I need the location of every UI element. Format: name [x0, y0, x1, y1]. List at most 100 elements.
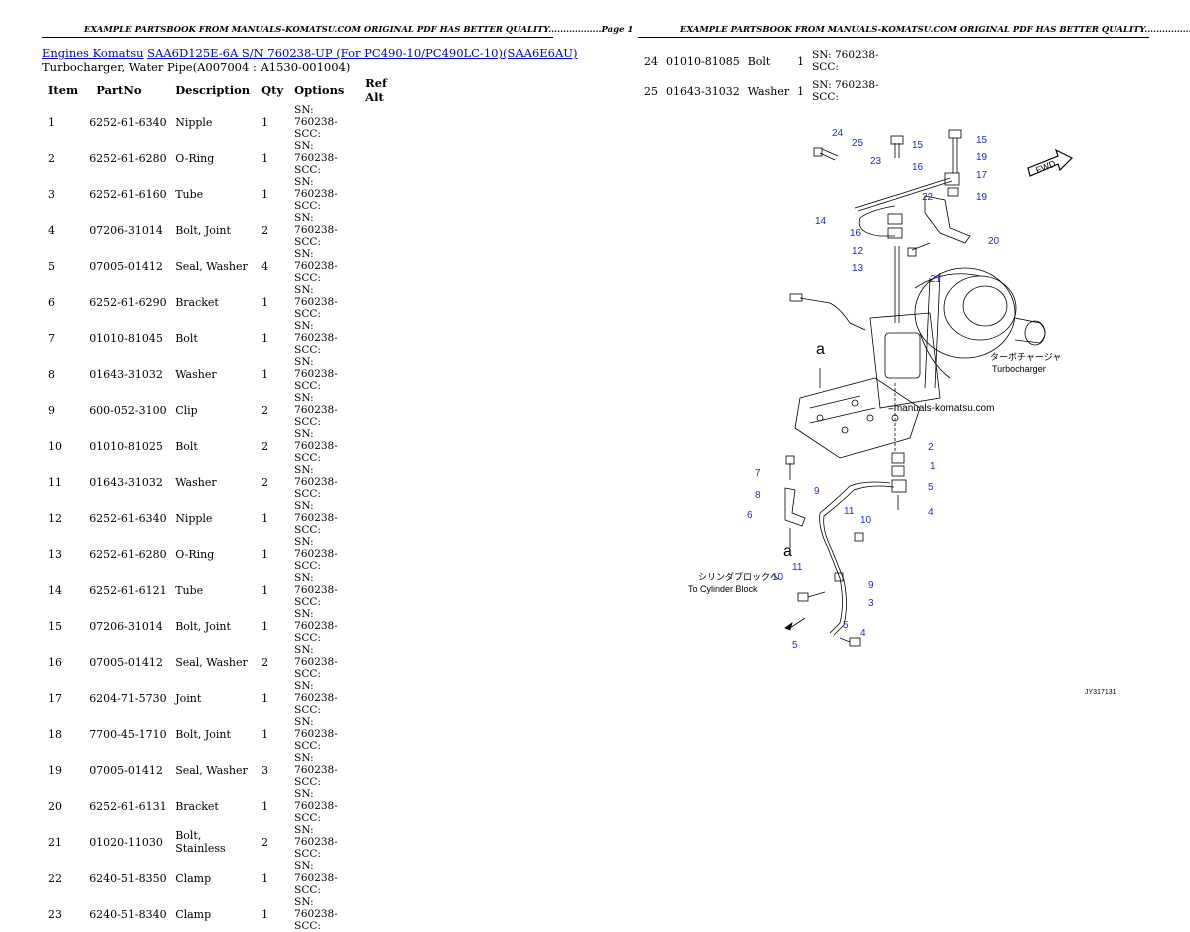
svg-text:3: 3	[868, 598, 874, 609]
cell-qty: 2	[261, 223, 269, 237]
cell-description: Seal, Washer	[175, 655, 248, 669]
cell-qty: 2	[261, 475, 269, 489]
cell-refalt	[359, 788, 410, 824]
callout-labels: 24 25 23 15 16 22 15 19 17 19 14 16 12 1…	[747, 128, 1000, 651]
fwd-arrow	[1027, 148, 1074, 177]
svg-text:25: 25	[852, 138, 864, 149]
cell-item: 22	[48, 871, 62, 885]
cell-refalt	[359, 212, 410, 248]
cell-options: SN: 760238-SCC:	[288, 140, 359, 176]
cell-qty: 1	[261, 547, 269, 561]
option-sn: SN: 760238-	[294, 356, 338, 380]
cell-qty: 3	[261, 763, 269, 777]
cell-item: 16	[48, 655, 62, 669]
option-sn: SN: 760238-	[294, 608, 338, 632]
view-a-label-bottom: a	[783, 543, 792, 560]
cell-item: 4	[48, 223, 55, 237]
cell-partno: 6252-61-6340	[89, 115, 167, 129]
cell-qty: 1	[261, 187, 269, 201]
cell-partno: 01010-81025	[89, 439, 163, 453]
option-scc: SCC:	[812, 91, 839, 103]
option-scc: SCC:	[294, 812, 321, 824]
cell-description: Clip	[175, 403, 198, 417]
cell-partno: 6252-61-6280	[89, 151, 167, 165]
page-header-2: EXAMPLE PARTSBOOK FROM MANUALS-KOMATSU.C…	[680, 25, 1190, 35]
cell-options: SN: 760238-SCC:	[288, 608, 359, 644]
cell-description: Clamp	[175, 907, 212, 921]
cell-qty: 2	[261, 655, 269, 669]
option-scc: SCC:	[294, 884, 321, 896]
bracket-20	[924, 195, 971, 244]
cell-qty: 1	[261, 619, 269, 633]
cell-partno: 6204-71-5730	[89, 691, 167, 705]
option-scc: SCC:	[294, 920, 321, 932]
option-scc: SCC:	[294, 596, 321, 608]
cell-refalt	[359, 320, 410, 356]
cell-options: SN: 760238-SCC:	[806, 46, 881, 76]
turbocharger-drawing	[914, 267, 1046, 389]
cell-qty: 1	[261, 907, 269, 921]
cell-qty: 2	[261, 403, 269, 417]
option-scc: SCC:	[294, 704, 321, 716]
cell-qty: 4	[261, 259, 269, 273]
cell-options: SN: 760238-SCC:	[288, 248, 359, 284]
cell-refalt	[881, 46, 889, 76]
svg-text:2: 2	[928, 442, 934, 453]
cell-qty: 1	[261, 115, 269, 129]
breadcrumb-link-engines[interactable]: Engines Komatsu	[42, 46, 144, 60]
cell-partno: 07005-01412	[89, 259, 163, 273]
diagram-annotations: a a ターボチャージャ Turbocharger シリンダブロックへ To C…	[688, 158, 1117, 696]
cell-item: 8	[48, 367, 55, 381]
cell-item: 3	[48, 187, 55, 201]
svg-text:19: 19	[976, 152, 988, 163]
view-a-label-top: a	[816, 341, 825, 358]
option-sn: SN: 760238-	[294, 464, 338, 488]
option-scc: SCC:	[294, 524, 321, 536]
cell-options: SN: 760238-SCC:	[288, 284, 359, 320]
cell-description: Bolt, Joint	[175, 619, 231, 633]
page-header-1: EXAMPLE PARTSBOOK FROM MANUALS-KOMATSU.C…	[84, 25, 634, 35]
cell-item: 11	[48, 475, 62, 489]
option-scc: SCC:	[294, 632, 321, 644]
cell-options: SN: 760238-SCC:	[288, 428, 359, 464]
option-scc: SCC:	[294, 380, 321, 392]
cell-item: 5	[48, 259, 55, 273]
option-sn: SN: 760238-	[294, 572, 338, 596]
cell-item: 24	[644, 54, 658, 68]
svg-text:5: 5	[928, 482, 934, 493]
cell-refalt	[359, 464, 410, 500]
svg-text:15: 15	[976, 135, 988, 146]
cell-item: 20	[48, 799, 62, 813]
cell-options: SN: 760238-SCC:	[288, 716, 359, 752]
svg-text:5: 5	[843, 620, 849, 631]
cell-item: 25	[644, 84, 658, 98]
svg-text:10: 10	[772, 572, 784, 583]
tube-3	[819, 481, 891, 634]
option-scc: SCC:	[294, 344, 321, 356]
cell-item: 7	[48, 331, 55, 345]
option-sn: SN: 760238-	[294, 896, 338, 920]
cell-item: 18	[48, 727, 62, 741]
cell-qty: 2	[261, 439, 269, 453]
option-scc: SCC:	[812, 61, 839, 73]
option-sn: SN: 760238-	[294, 536, 338, 560]
svg-text:15: 15	[912, 140, 924, 151]
watermark: =manuals-komatsu.com	[888, 403, 994, 414]
cell-description: Washer	[747, 84, 790, 98]
cell-partno: 6252-61-6290	[89, 295, 167, 309]
cell-options: SN: 760238-SCC:	[806, 76, 881, 106]
cell-options: SN: 760238-SCC:	[288, 500, 359, 536]
cell-refalt	[359, 500, 410, 536]
option-sn: SN: 760238-	[294, 176, 338, 200]
breadcrumb-link-model[interactable]: SAA6D125E-6A S/N 760238-UP (For PC490-10…	[147, 46, 578, 60]
